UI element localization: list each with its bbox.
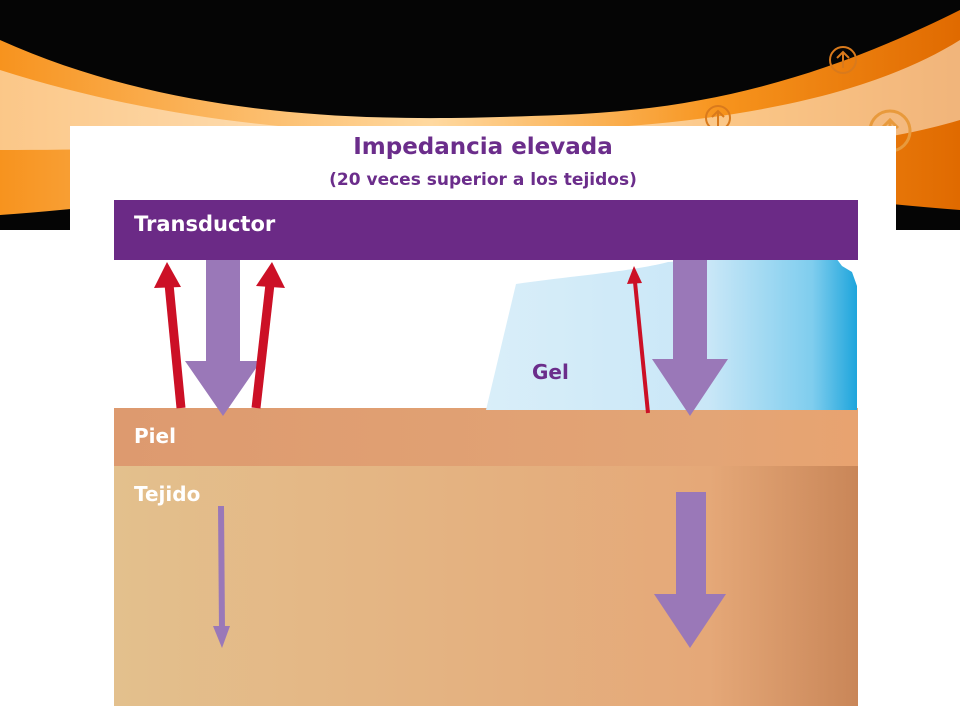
gel-label: Gel: [532, 360, 569, 384]
gel-region: [486, 250, 857, 410]
up-arrow-circle-icon: [829, 46, 857, 74]
tissue-arrow-right: [654, 492, 726, 648]
reflected-arrow-left-1: [154, 262, 186, 409]
transducer-label: Transductor: [134, 212, 276, 236]
reflected-arrow-left-2: [251, 262, 285, 409]
skin-label: Piel: [134, 424, 176, 448]
diagram-graphics: [114, 200, 858, 706]
transducer-bar: [114, 200, 858, 260]
skin-layer: [114, 408, 858, 466]
tissue-layer: [114, 466, 858, 706]
transmitted-arrow-right: [652, 260, 728, 416]
diagram-title: Impedancia elevada: [353, 134, 613, 160]
diagram-subtitle: (20 veces superior a los tejidos): [329, 170, 637, 190]
impedance-diagram: Impedancia elevada (20 veces superior a …: [70, 126, 896, 710]
reflected-arrow-right: [627, 266, 650, 414]
tissue-arrow-left: [213, 505, 230, 648]
tissue-label: Tejido: [134, 482, 201, 506]
transmitted-arrow-left: [185, 260, 261, 416]
